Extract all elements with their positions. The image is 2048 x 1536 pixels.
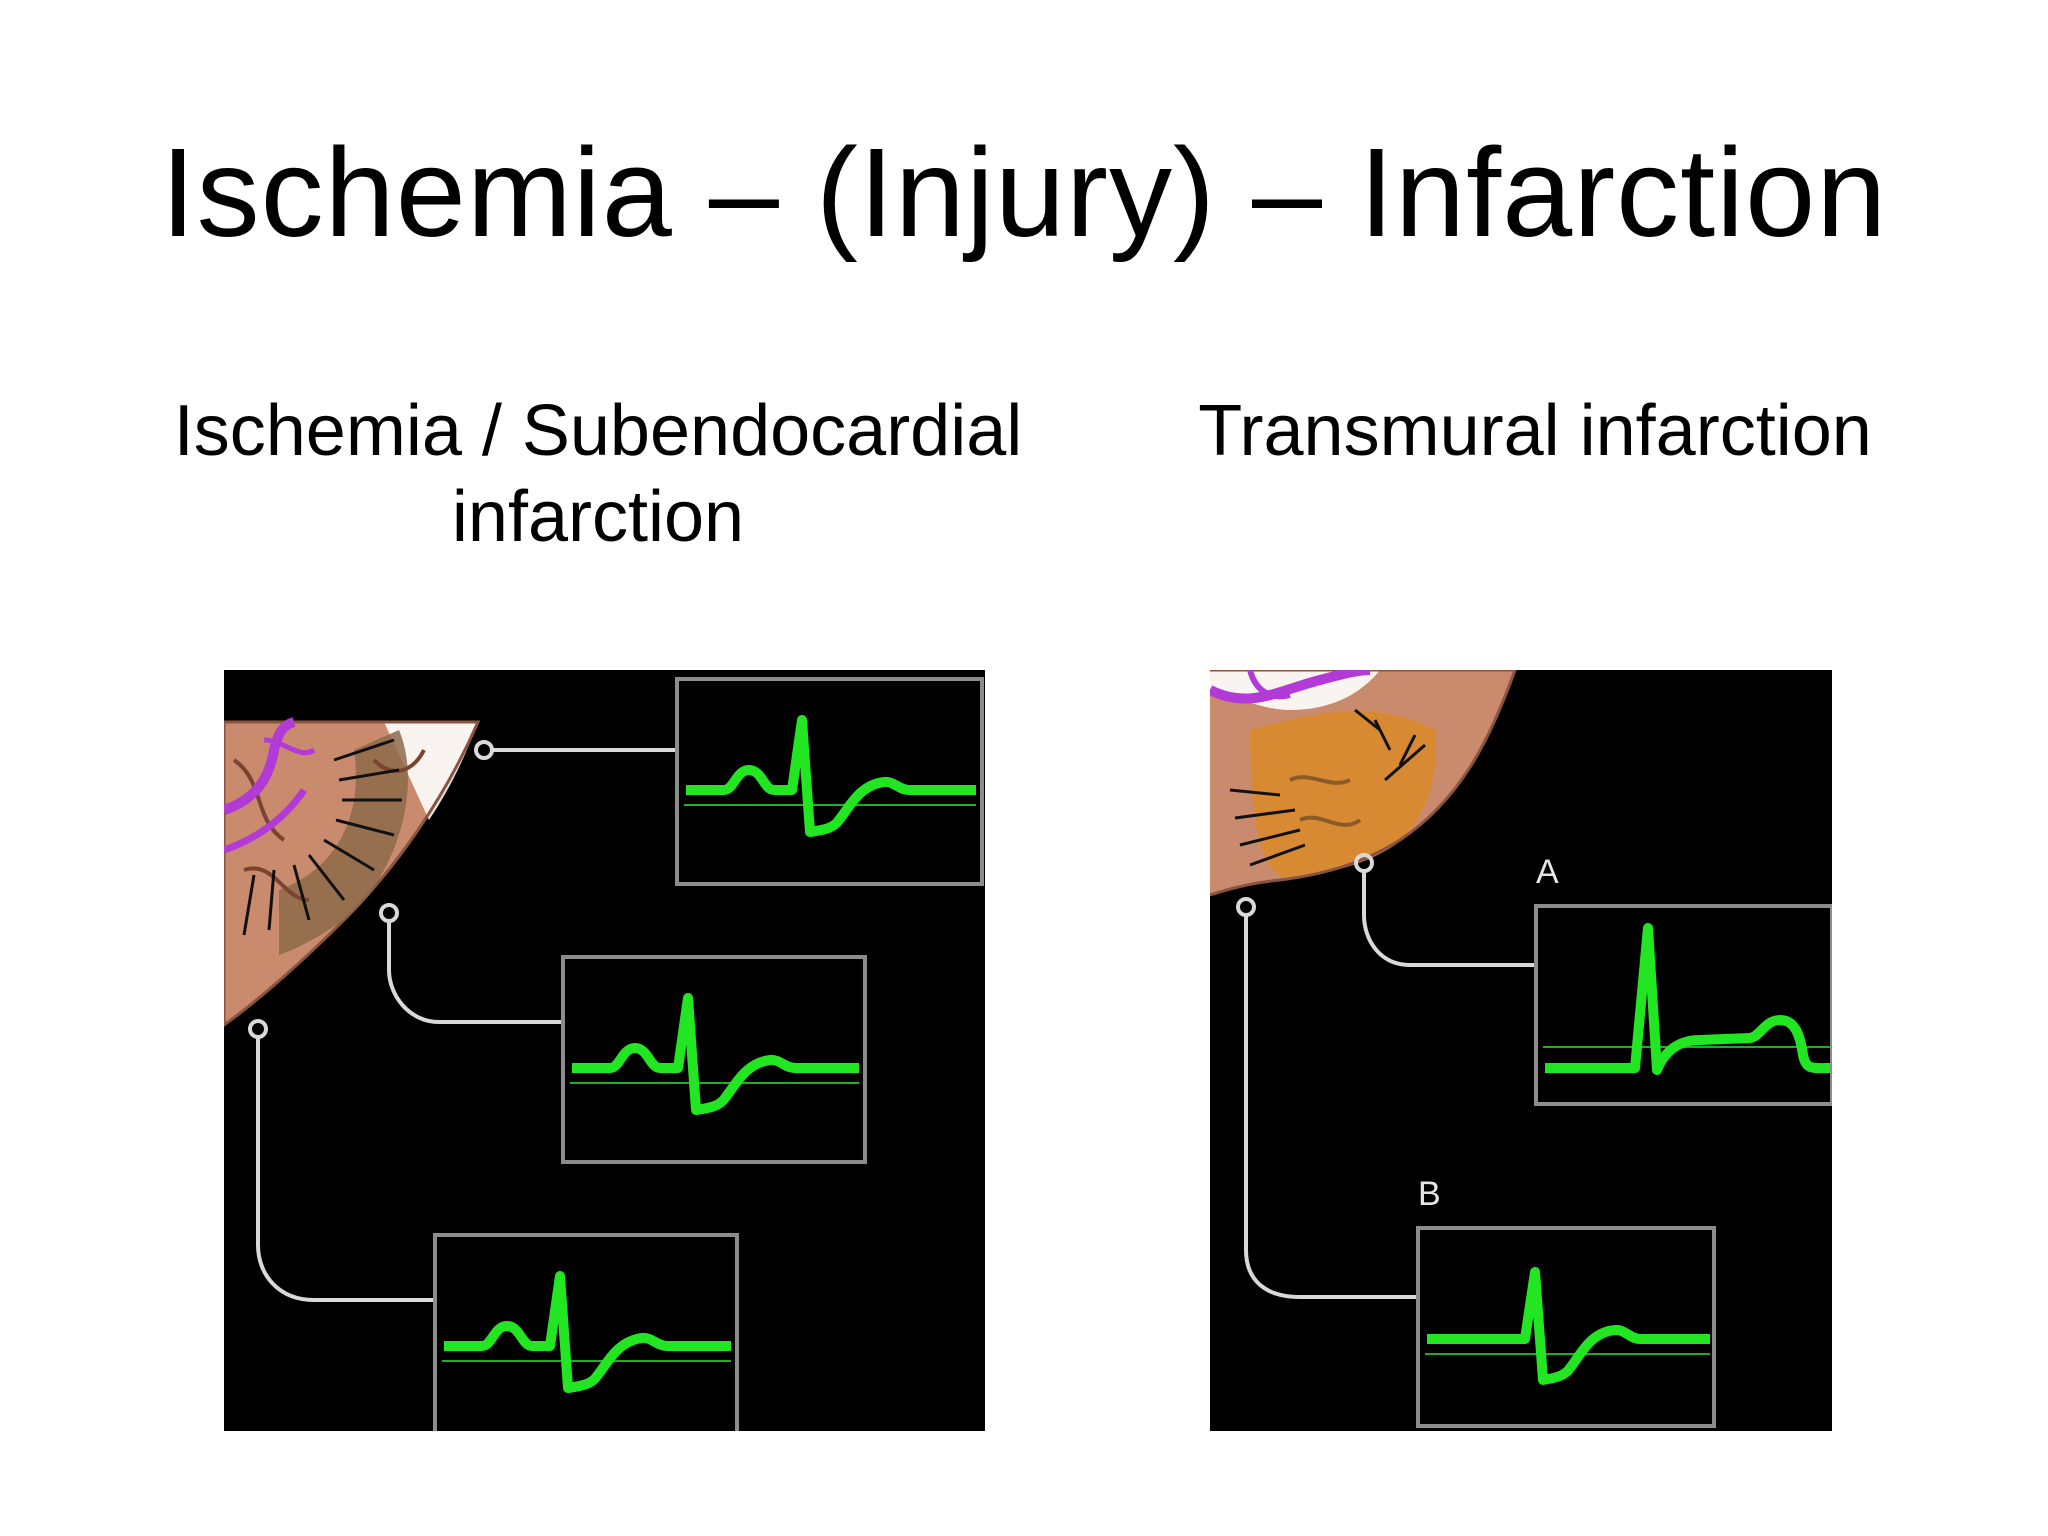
transmural-diagram: A B	[1210, 670, 1832, 1431]
heart-wall-section	[224, 717, 481, 1027]
lead-wire-upper	[474, 740, 676, 760]
subendocardial-heading-line2: infarction	[451, 477, 745, 557]
lead-wire-lower	[248, 1019, 434, 1302]
subendocardial-diagram	[224, 670, 985, 1431]
lead-wire-a	[1354, 853, 1535, 967]
lead-b-label: B	[1418, 1175, 1441, 1213]
ecg-monitor-lower	[433, 1233, 739, 1431]
injury-current-arrows	[242, 738, 402, 936]
ecg-monitor-middle	[561, 955, 867, 1164]
lead-wire-middle	[379, 903, 562, 1024]
injury-current-arrows	[1229, 708, 1426, 867]
subendocardial-heading-line1: Ischemia / Subendocardial	[173, 391, 1023, 471]
lead-a-label: A	[1536, 853, 1559, 891]
lead-wire-b	[1236, 897, 1417, 1299]
ecg-monitor-b	[1416, 1226, 1716, 1428]
ecg-monitor-upper	[675, 677, 984, 886]
slide-title: Ischemia – (Injury) – Infarction	[160, 122, 1888, 263]
transmural-heading: Transmural infarction	[1198, 391, 1872, 471]
ecg-monitor-a	[1534, 904, 1832, 1106]
subendocardial-heading: Ischemia / Subendocardial infarction	[148, 388, 1048, 560]
heart-wall-section	[1210, 670, 1517, 897]
